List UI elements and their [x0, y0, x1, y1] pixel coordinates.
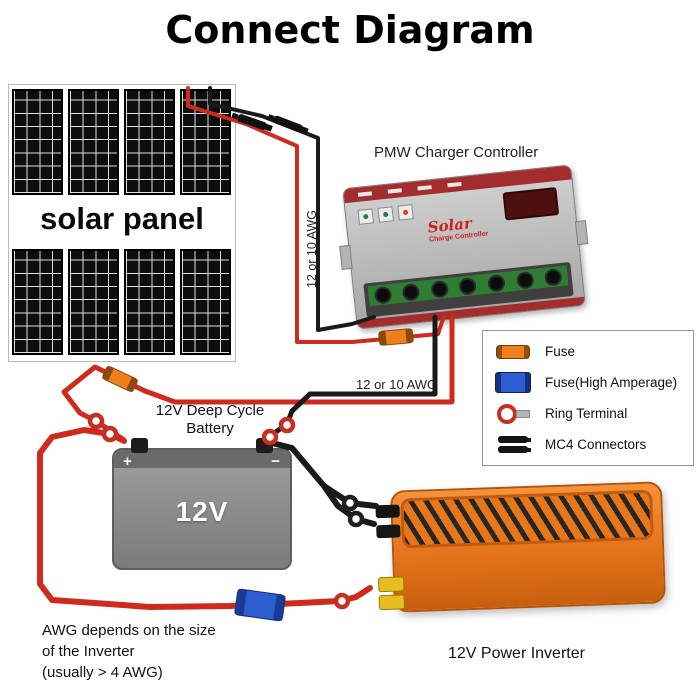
- mc4-connector-icon: [498, 436, 531, 453]
- inverter-label: 12V Power Inverter: [448, 645, 585, 662]
- solar-panel: [68, 249, 119, 355]
- controller-mount-tab: [339, 244, 353, 270]
- inverter-terminal-yellow: [378, 594, 406, 611]
- battery-negative-post: [256, 438, 273, 453]
- legend-label: Ring Terminal: [545, 406, 628, 421]
- mc4-connector-icon: [231, 112, 273, 132]
- high-amperage-fuse-icon: [495, 372, 531, 393]
- inverter-dc-terminal: [376, 524, 401, 539]
- legend-row-fuse: Fuse: [491, 337, 685, 367]
- solar-panel: [180, 89, 231, 195]
- battery-minus-mark: −: [271, 453, 280, 470]
- inverter-cooling-fins: [400, 489, 654, 549]
- controller-indicator: [397, 204, 414, 221]
- controller-marking: [387, 188, 402, 194]
- battery-label: 12V Deep Cycle Battery: [120, 402, 300, 438]
- legend-label: Fuse: [545, 344, 576, 359]
- legend-row-high-amperage-fuse: Fuse(High Amperage): [491, 368, 685, 398]
- inverter-terminal-yellow: [377, 576, 405, 593]
- solar-panel: [68, 89, 119, 195]
- controller-display: [502, 187, 560, 221]
- legend-row-ring-terminal: Ring Terminal: [491, 399, 685, 429]
- charge-controller: Solar Charge Controller: [339, 164, 589, 330]
- battery-positive-post: [131, 438, 148, 453]
- awg-note-line3: (usually > 4 AWG): [42, 664, 163, 681]
- fuse-icon: [496, 344, 530, 359]
- legend-box: Fuse Fuse(High Amperage) Ring Terminal M…: [482, 330, 694, 466]
- legend-row-mc4-connectors: MC4 Connectors: [491, 430, 685, 460]
- solar-panel-row-bottom: [12, 249, 231, 355]
- awg-note: AWG depends on the size of the Inverter …: [42, 620, 216, 683]
- terminal-screw: [458, 276, 478, 296]
- battery-label-line1: 12V Deep Cycle: [155, 402, 265, 419]
- controller-label: PMW Charger Controller: [374, 144, 539, 161]
- legend-label: Fuse(High Amperage): [545, 375, 678, 390]
- terminal-screw: [515, 270, 535, 290]
- legend-label: MC4 Connectors: [545, 437, 647, 452]
- wire-gauge-label-horizontal: 12 or 10 AWG: [356, 377, 438, 392]
- controller-indicator: [377, 206, 394, 223]
- solar-panel-label: solar panel: [40, 201, 204, 236]
- terminal-screw: [401, 282, 421, 302]
- controller-terminal-strip: [367, 265, 569, 307]
- controller-marking: [447, 181, 462, 188]
- ring-terminal-icon: [496, 403, 530, 424]
- battery-plus-mark: +: [123, 453, 132, 470]
- battery-inverter-negative-wire-branch: [321, 483, 377, 527]
- controller-marking: [417, 185, 432, 191]
- battery-voltage-text: 12V: [175, 496, 229, 527]
- solar-panel: [180, 249, 231, 355]
- solar-panel-row-top: [12, 89, 231, 195]
- high-amperage-fuse-icon: [234, 588, 286, 622]
- terminal-screw: [487, 273, 506, 293]
- wire-gauge-label-vertical: 12 or 10 AWG: [305, 209, 319, 289]
- page-title: Connect Diagram: [165, 8, 535, 52]
- mc4-connector-icon: [267, 114, 309, 135]
- controller-mount-tab: [574, 220, 589, 246]
- fuse-icon: [102, 366, 138, 392]
- solar-panel: [12, 249, 63, 355]
- inverter-dc-terminal: [375, 504, 400, 519]
- awg-note-line1: AWG depends on the size: [42, 622, 216, 639]
- terminal-screw: [543, 267, 563, 287]
- battery-label-line2: Battery: [186, 420, 234, 437]
- controller-brand: Solar Charge Controller: [427, 214, 489, 243]
- solar-panel: [124, 249, 175, 355]
- solar-panel: [12, 89, 63, 195]
- fuse-icon: [378, 328, 414, 346]
- solar-panel-array: solar panel: [8, 84, 236, 362]
- controller-indicator: [357, 208, 375, 225]
- battery: + − 12V: [112, 438, 292, 570]
- power-inverter: [375, 481, 667, 613]
- controller-marking: [357, 191, 373, 197]
- terminal-screw: [430, 279, 449, 299]
- awg-note-line2: of the Inverter: [42, 643, 135, 660]
- terminal-screw: [373, 285, 393, 305]
- solar-panel: [124, 89, 175, 195]
